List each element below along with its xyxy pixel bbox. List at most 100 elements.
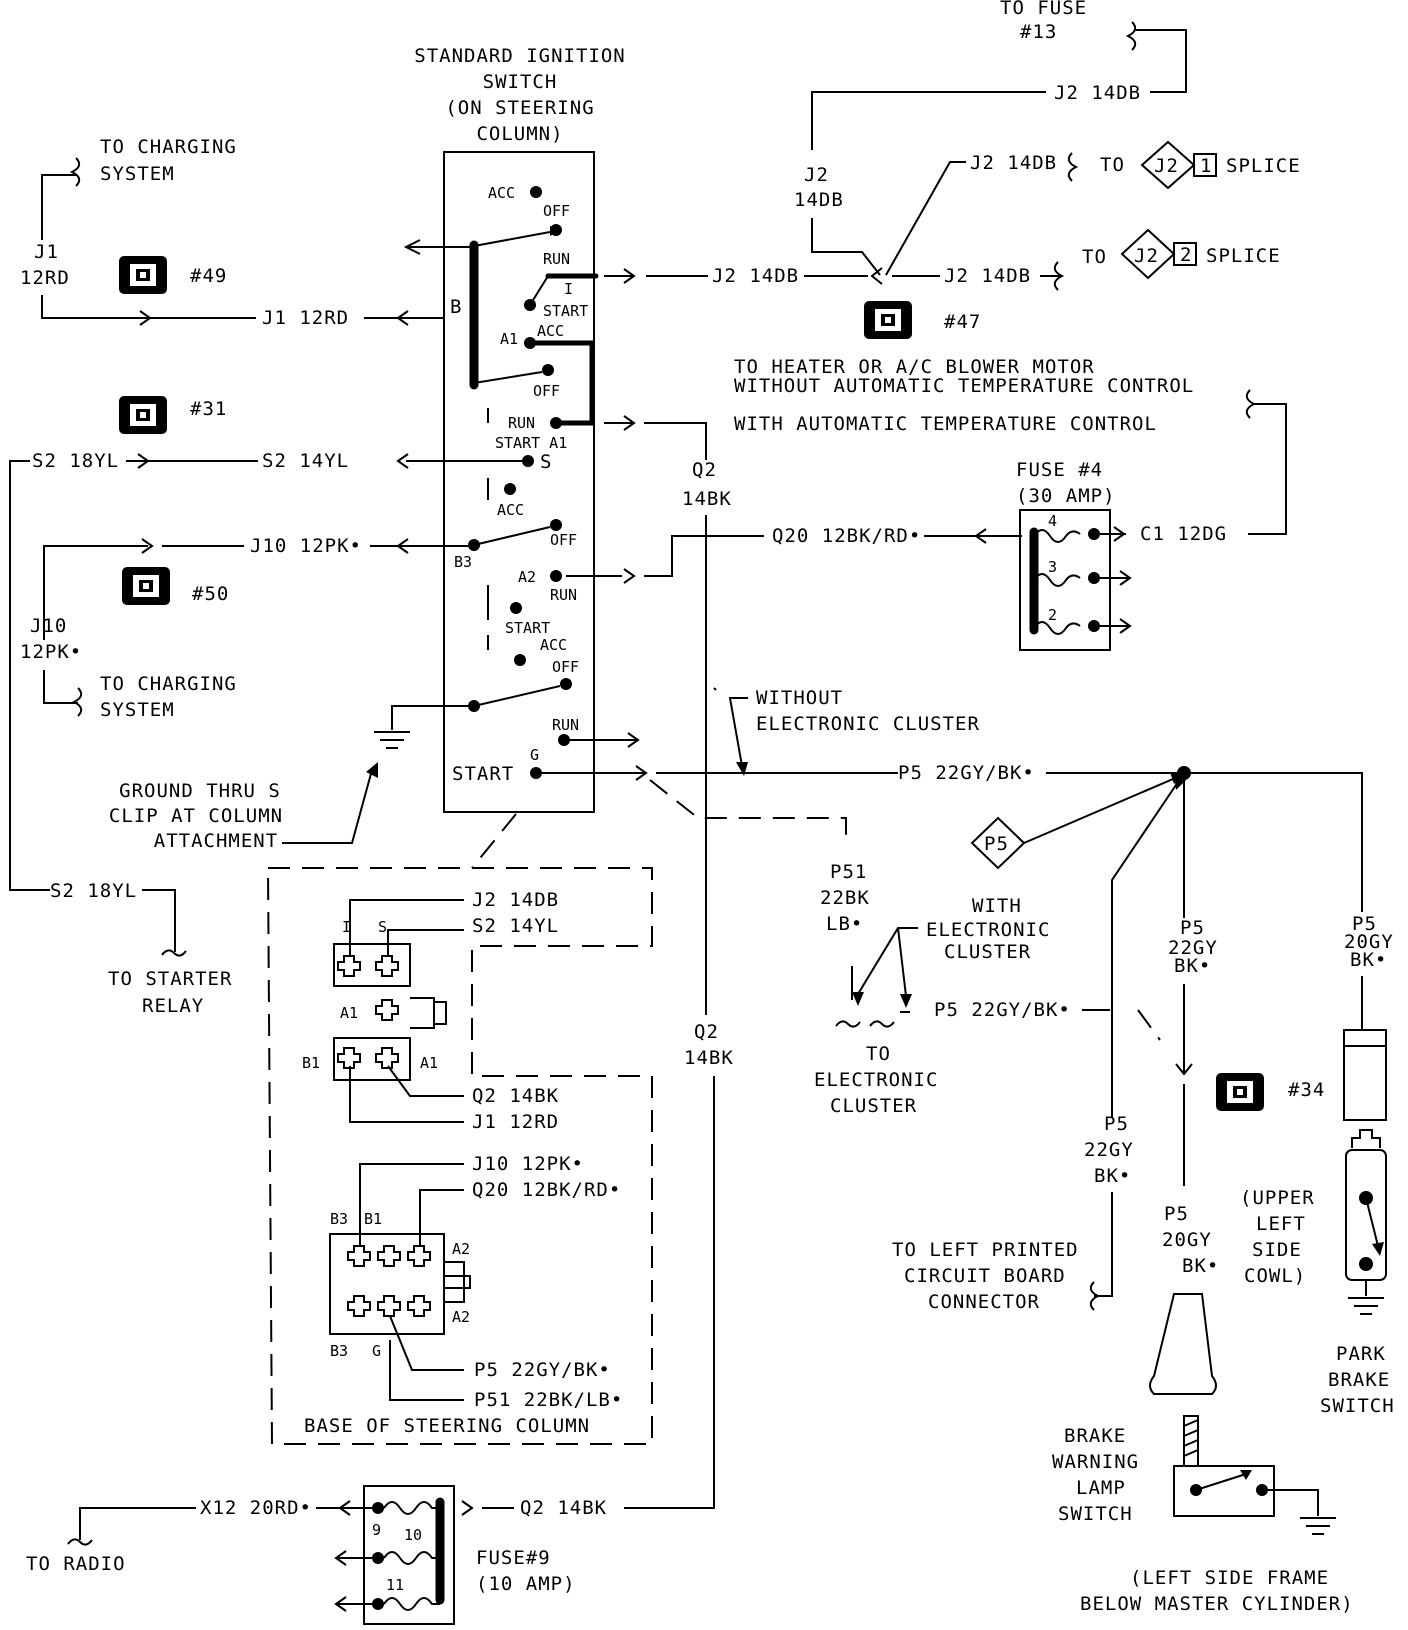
x12-20rd-wire: X12 20RD• [200,1497,312,1519]
park-label-a: PARK [1336,1343,1386,1365]
j2-diamond-1: J2 [1154,155,1179,177]
to-charging-2: SYSTEM [100,163,175,185]
to-cluster-c: CLUSTER [830,1095,917,1117]
connector-49-icon [119,256,167,294]
base-s: S [378,918,387,936]
j1-label-b: 12RD [20,267,70,289]
c1-12dg-wire: C1 12DG [1140,523,1227,545]
p5-label-a: P5 [1180,917,1205,939]
acc-3: ACC [497,501,524,519]
base-p51-22bklb: P51 22BK/LB• [474,1389,623,1411]
p51-label-c: LB• [826,913,863,935]
fuse4-block [1019,509,1111,651]
fuse4-label-a: FUSE #4 [1016,459,1103,481]
j2-label-a: J2 [804,164,829,186]
ground-label-2: CLIP AT COLUMN [109,805,283,827]
cowl-label-c: SIDE [1252,1239,1302,1261]
fuse4-label-b: (30 AMP) [1016,485,1116,507]
base-j2-14db: J2 14DB [472,889,559,911]
switch-title-3: (ON STEERING [445,97,594,119]
frame-label-b: BELOW MASTER CYLINDER) [1080,1593,1354,1615]
p5-label-c: BK• [1174,955,1211,977]
acc-4: ACC [540,636,567,654]
switch-body [443,151,595,813]
p5-20gy-b: 20GY [1162,1229,1212,1251]
base-q2-14bk: Q2 14BK [472,1085,559,1107]
start-a1: START A1 [495,434,567,452]
base-of-steering-column: I S A1 TO B1 A1 J2 14DB S2 14YL Q2 14BK … [267,867,653,1445]
q2-label-d: 14BK [684,1047,734,1069]
p5-22gybk-cluster: P5 22GY/BK• [934,999,1071,1021]
connector-49-label: #49 [190,265,227,287]
with-label-a: WITH [972,895,1022,917]
to-charging-4: SYSTEM [100,699,175,721]
a1-term: A1 [500,330,518,348]
to-cluster-a: TO [866,1043,891,1065]
q2-14bk-fuse9: Q2 14BK [520,1497,607,1519]
splice-2-num: 2 [1180,244,1192,266]
brake-warning-connector [1149,1293,1217,1395]
p5-label-b: 22GY [1168,937,1218,959]
j1-label-a: J1 [34,241,59,263]
p5-label-e: 22GY [1084,1139,1134,1161]
p51-label-b: 22BK [820,887,870,909]
j2-14db-mid: J2 14DB [970,152,1057,174]
p5-label-f: BK• [1094,1165,1131,1187]
heater-label-2: WITHOUT AUTOMATIC TEMPERATURE CONTROL [734,375,1194,397]
splice-1-label: SPLICE [1226,155,1301,177]
bwl-label-c: LAMP [1076,1477,1126,1499]
fuse9-slot-9: 9 [372,1521,381,1539]
j10-label-a: J10 [30,615,67,637]
bwl-label-d: SWITCH [1058,1503,1133,1525]
to-label-2: TO [1082,246,1107,268]
park-label-b: BRAKE [1328,1369,1390,1391]
a2-term: A2 [518,568,536,586]
run-4: RUN [552,716,579,734]
left-pcb-b: CIRCUIT BOARD [904,1265,1066,1287]
fuse9-label-b: (10 AMP) [476,1573,576,1595]
p5-20gy-a: P5 [1164,1203,1189,1225]
connector-50-label: #50 [192,583,229,605]
ignition-switch: STANDARD IGNITION SWITCH (ON STEERING CO… [403,45,640,813]
acc-1: ACC [488,184,515,202]
fuse4-slot-4: 4 [1048,512,1057,530]
b3-term: B3 [454,553,472,571]
j2-14db-right: J2 14DB [944,265,1031,287]
fuse9-slot-10: 10 [404,1526,422,1544]
fuse9-label-a: FUSE#9 [476,1547,551,1569]
cowl-label-a: (UPPER [1240,1187,1315,1209]
without-label-a: WITHOUT [756,687,843,709]
start-2: START [505,619,550,637]
base-j10-12pk: J10 12PK• [472,1153,584,1175]
base-g: G [372,1342,381,1360]
p5-22gybk-wire: P5 22GY/BK• [898,762,1035,784]
park-brake-connector [1343,1029,1387,1121]
p51-label-a: P51 [830,861,867,883]
fuse9-slot-11: 11 [386,1576,404,1594]
p5-right-a: P5 [1352,913,1377,935]
splice-2-label: SPLICE [1206,245,1281,267]
svg-text:B1: B1 [302,1054,320,1072]
off-4: OFF [552,658,579,676]
svg-text:B3: B3 [330,1210,348,1228]
starter-label-1: TO STARTER [108,968,232,990]
left-pcb-a: TO LEFT PRINTED [892,1239,1079,1261]
off-2: OFF [533,382,560,400]
q2-label-c: Q2 [694,1021,719,1043]
s2-18yl-wire: S2 18YL [32,450,119,472]
run-2: RUN [508,414,535,432]
bwl-label-a: BRAKE [1064,1425,1126,1447]
base-s2-14yl: S2 14YL [472,915,559,937]
ground-label-3: ATTACHMENT [154,830,278,852]
connector-31-label: #31 [190,398,227,420]
switch-title-2: SWITCH [483,71,558,93]
to-charging-3: TO CHARGING [100,673,237,695]
without-label-b: ELECTRONIC CLUSTER [756,713,980,735]
base-a2-bottom: A2 [452,1308,470,1326]
base-a1-right: A1 [420,1054,438,1072]
q2-label-a: Q2 [692,459,717,481]
q2-label-b: 14BK [682,488,732,510]
frame-label-a: (LEFT SIDE FRAME [1130,1567,1329,1589]
